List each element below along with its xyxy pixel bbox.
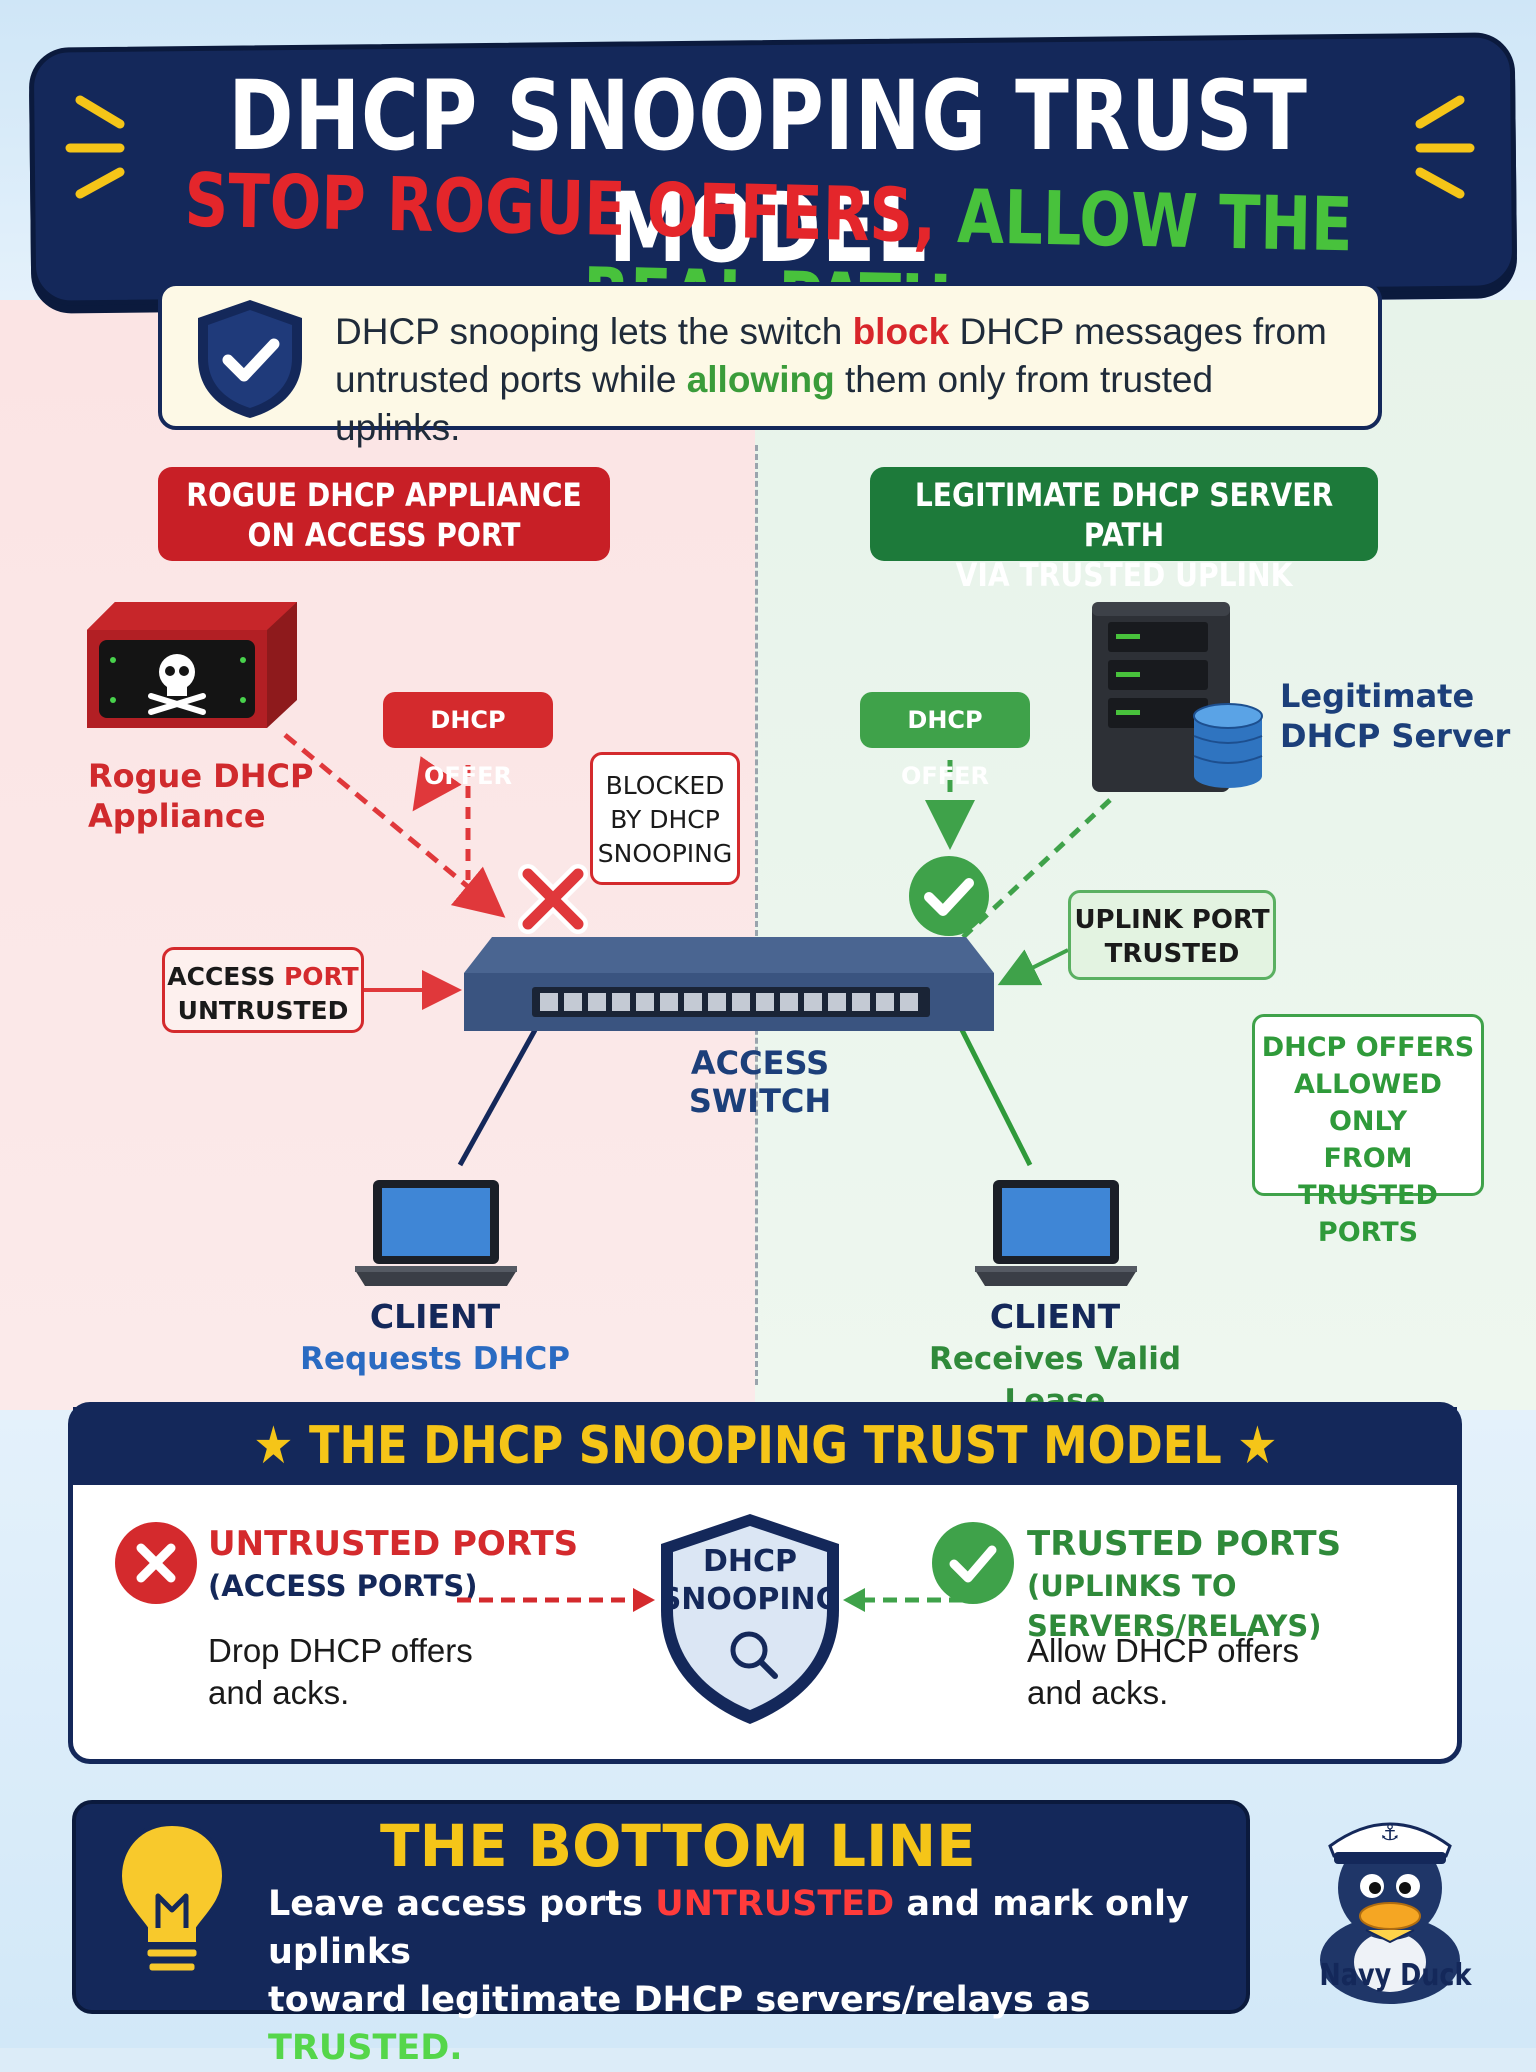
left-client-title: CLIENT bbox=[369, 1297, 501, 1336]
star-icon: ★ bbox=[252, 1416, 294, 1476]
rogue-label-line1: Rogue DHCP bbox=[88, 757, 314, 795]
intro-text: DHCP snooping lets the switch block DHCP… bbox=[335, 308, 1345, 452]
allowed-line3: FROM TRUSTED bbox=[1298, 1143, 1438, 1211]
blocked-callout: BLOCKED BY DHCP SNOOPING bbox=[590, 752, 740, 885]
access-switch-label: ACCESS SWITCH bbox=[688, 1044, 832, 1120]
right-client-status: Receives Valid Lease bbox=[928, 1341, 1182, 1419]
switch-to-right-client-cable bbox=[959, 1028, 1033, 1167]
left-spark-icon bbox=[65, 95, 125, 199]
navy-duck-mascot-icon: ⚓ bbox=[1320, 1821, 1460, 2004]
bl-line1-b: and mark only uplinks bbox=[268, 1884, 1189, 1972]
blocked-line1: BLOCKED bbox=[605, 771, 725, 800]
shield-label-line2: SNOOPING bbox=[659, 1582, 841, 1617]
trust-model-header bbox=[73, 1407, 1457, 1485]
legit-dhcp-offer-tag: DHCP OFFER bbox=[860, 692, 1030, 790]
right-spark-icon bbox=[1415, 95, 1475, 199]
dhcp-snooping-shield-icon bbox=[661, 1514, 839, 1724]
offers-allowed-note: DHCP OFFERS ALLOWED ONLY FROM TRUSTED PO… bbox=[1252, 1014, 1484, 1248]
blocked-x-icon bbox=[518, 864, 588, 934]
untrusted-ports-body: Drop DHCP offers and acks. bbox=[208, 1630, 508, 1714]
shield-check-icon bbox=[198, 300, 302, 418]
intro-part3: them only from trusted uplinks. bbox=[335, 359, 1214, 448]
left-client-status: Requests DHCP bbox=[300, 1341, 570, 1377]
switch-to-left-client-cable bbox=[457, 1028, 538, 1167]
bl-line2-a: toward legitimate DHCP servers/relays as bbox=[268, 1980, 1091, 2020]
untrusted-body-line2: and acks. bbox=[208, 1674, 350, 1711]
access-port-untrusted-callout: ACCESS PORT UNTRUSTED bbox=[162, 947, 364, 1033]
untrusted-x-icon bbox=[115, 1522, 197, 1604]
legit-section-heading: LEGITIMATE DHCP SERVER PATH VIA TRUSTED … bbox=[870, 467, 1378, 594]
intro-block-word: block bbox=[852, 311, 950, 352]
legit-server-label: Legitimate DHCP Server bbox=[1280, 676, 1510, 756]
trust-model-title: ★ THE DHCP SNOOPING TRUST MODEL ★ bbox=[73, 1412, 1457, 1480]
access-word: ACCESS bbox=[167, 962, 276, 991]
legit-server-path bbox=[958, 798, 1112, 942]
right-laptop-icon bbox=[975, 1180, 1137, 1286]
allowed-check-icon bbox=[909, 856, 989, 936]
intro-box bbox=[158, 282, 1382, 430]
trust-model-title-text: THE DHCP SNOOPING TRUST MODEL bbox=[308, 1416, 1222, 1476]
allowed-line1: DHCP OFFERS bbox=[1261, 1032, 1475, 1063]
blocked-line2: BY DHCP bbox=[610, 805, 720, 834]
center-divider bbox=[755, 445, 758, 1385]
left-client-label: CLIENT Requests DHCP bbox=[270, 1296, 600, 1380]
bottom-line-text: Leave access ports UNTRUSTED and mark on… bbox=[268, 1880, 1228, 2072]
intro-part1: DHCP snooping lets the switch bbox=[335, 311, 853, 352]
bl-untrusted-word: UNTRUSTED bbox=[655, 1884, 895, 1924]
access-switch-icon bbox=[464, 937, 994, 1031]
rogue-heading-line2: ON ACCESS PORT bbox=[247, 516, 521, 554]
shield-label-line1: DHCP bbox=[702, 1544, 797, 1579]
rogue-label-line2: Appliance bbox=[88, 797, 266, 835]
port-word: PORT bbox=[283, 962, 359, 991]
trusted-ports-sub: (UPLINKS TO SERVERS/RELAYS) bbox=[1027, 1569, 1322, 1643]
bottom-line-box bbox=[72, 1800, 1250, 2014]
star-icon: ★ bbox=[1236, 1416, 1278, 1476]
untrusted-ports-sub: (ACCESS PORTS) bbox=[208, 1569, 478, 1603]
uplink-line1: UPLINK PORT bbox=[1074, 905, 1270, 935]
untrusted-ports-heading: UNTRUSTED PORTS bbox=[208, 1524, 579, 1564]
rogue-appliance-icon bbox=[87, 602, 297, 728]
bottom-line-title: THE BOTTOM LINE bbox=[380, 1812, 976, 1880]
svg-text:⚓: ⚓ bbox=[1380, 1821, 1400, 1846]
trusted-check-icon bbox=[932, 1522, 1014, 1604]
legit-heading-line2: VIA TRUSTED UPLINK bbox=[955, 556, 1293, 594]
left-laptop-icon bbox=[355, 1180, 517, 1286]
mascot-label: Navy Duck bbox=[1306, 1958, 1485, 1993]
rogue-heading-line1: ROGUE DHCP APPLIANCE bbox=[186, 476, 582, 514]
legit-heading-line1: LEGITIMATE DHCP SERVER PATH bbox=[914, 476, 1334, 554]
dhcp-server-icon bbox=[1092, 602, 1263, 792]
trusted-ports-heading: TRUSTED PORTS bbox=[1027, 1524, 1342, 1564]
intro-allowing-word: allowing bbox=[686, 359, 835, 400]
rogue-dhcp-offer-tag: DHCP OFFER bbox=[383, 692, 553, 790]
untrusted-body-line1: Drop DHCP offers bbox=[208, 1632, 473, 1669]
rogue-deflect-arrow bbox=[412, 756, 462, 812]
page-title: DHCP SNOOPING TRUST MODEL bbox=[228, 60, 1308, 284]
rogue-appliance-label: Rogue DHCP Appliance bbox=[88, 756, 313, 836]
right-client-label: CLIENT Receives Valid Lease bbox=[880, 1296, 1230, 1422]
trust-model-arrows bbox=[457, 1588, 963, 1612]
lightbulb-icon bbox=[117, 1821, 227, 1984]
mascot-label-text: Navy Duck bbox=[1319, 1958, 1472, 1993]
uplink-port-trusted-callout: UPLINK PORT TRUSTED bbox=[1068, 890, 1276, 980]
bl-trusted-word: TRUSTED. bbox=[268, 2028, 463, 2068]
right-client-title: CLIENT bbox=[989, 1297, 1121, 1336]
rogue-section-heading: ROGUE DHCP APPLIANCE ON ACCESS PORT bbox=[158, 467, 610, 561]
uplink-line2: TRUSTED bbox=[1104, 939, 1240, 969]
allowed-line2: ALLOWED ONLY bbox=[1294, 1069, 1442, 1137]
legit-label-line1: Legitimate bbox=[1280, 677, 1475, 715]
shield-label: DHCP SNOOPING bbox=[655, 1543, 845, 1619]
legit-label-line2: DHCP Server bbox=[1280, 717, 1511, 755]
trusted-body-line2: and acks. bbox=[1027, 1674, 1169, 1711]
trusted-body-line1: Allow DHCP offers bbox=[1027, 1632, 1300, 1669]
untrusted-word: UNTRUSTED bbox=[177, 996, 349, 1025]
blocked-line3: SNOOPING bbox=[597, 839, 733, 868]
trusted-ports-body: Allow DHCP offers and acks. bbox=[1027, 1630, 1327, 1714]
bl-line1-a: Leave access ports bbox=[268, 1884, 656, 1924]
uplink-arrow bbox=[997, 948, 1069, 986]
allowed-line4: PORTS bbox=[1317, 1217, 1419, 1248]
intro-part2: DHCP messages from untrusted ports while bbox=[335, 311, 1327, 400]
